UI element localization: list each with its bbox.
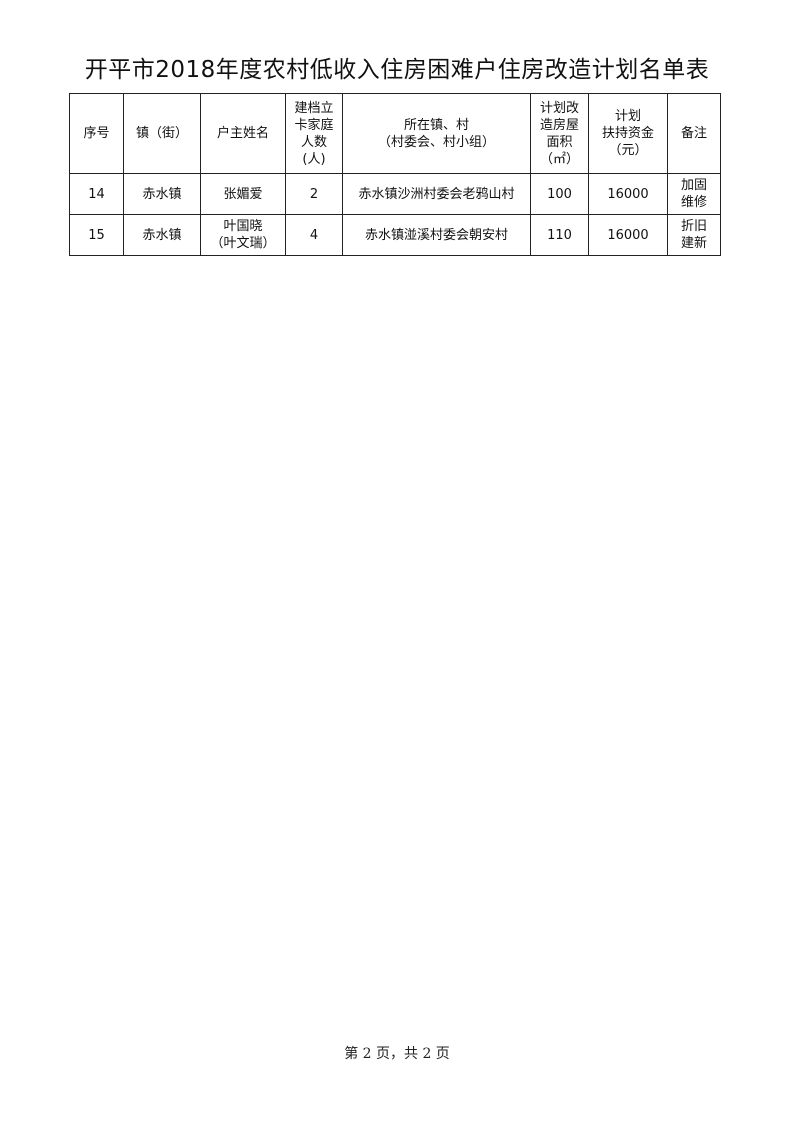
cell-town: 赤水镇: [123, 173, 201, 215]
cell-owner: 张媚爱: [200, 173, 286, 215]
cell-note: 加固 维修: [667, 173, 721, 215]
page-footer: 第 2 页，共 2 页: [344, 1046, 450, 1062]
header-town: 镇（街）: [123, 93, 201, 174]
cell-location: 赤水镇沙洲村委会老鸦山村: [342, 173, 531, 215]
cell-people: 4: [285, 214, 343, 256]
header-location: 所在镇、村 （村委会、村小组）: [342, 93, 531, 174]
header-no: 序号: [69, 93, 124, 174]
header-owner: 户主姓名: [200, 93, 286, 174]
table-row: 14 赤水镇 张媚爱 2 赤水镇沙洲村委会老鸦山村 100 16000 加固 维…: [69, 173, 721, 215]
table-row: 15 赤水镇 叶国晓 （叶文瑞） 4 赤水镇湴溪村委会朝安村 110 16000…: [69, 214, 721, 256]
cell-no: 15: [69, 214, 124, 256]
cell-location: 赤水镇湴溪村委会朝安村: [342, 214, 531, 256]
cell-note: 折旧 建新: [667, 214, 721, 256]
page-title: 开平市2018年度农村低收入住房困难户住房改造计划名单表: [84, 57, 710, 83]
header-note: 备注: [667, 93, 721, 174]
header-people: 建档立 卡家庭 人数 (人): [285, 93, 343, 174]
header-row: 序号 镇（街） 户主姓名 建档立 卡家庭 人数 (人) 所在镇、村 （村委会、村…: [69, 93, 721, 174]
cell-funds: 16000: [588, 214, 668, 256]
cell-area: 110: [530, 214, 589, 256]
cell-people: 2: [285, 173, 343, 215]
plan-table: 序号 镇（街） 户主姓名 建档立 卡家庭 人数 (人) 所在镇、村 （村委会、村…: [69, 93, 721, 256]
header-area: 计划改 造房屋 面积 （㎡）: [530, 93, 589, 174]
cell-town: 赤水镇: [123, 214, 201, 256]
header-funds: 计划 扶持资金 （元）: [588, 93, 668, 174]
cell-funds: 16000: [588, 173, 668, 215]
cell-area: 100: [530, 173, 589, 215]
cell-no: 14: [69, 173, 124, 215]
cell-owner: 叶国晓 （叶文瑞）: [200, 214, 286, 256]
